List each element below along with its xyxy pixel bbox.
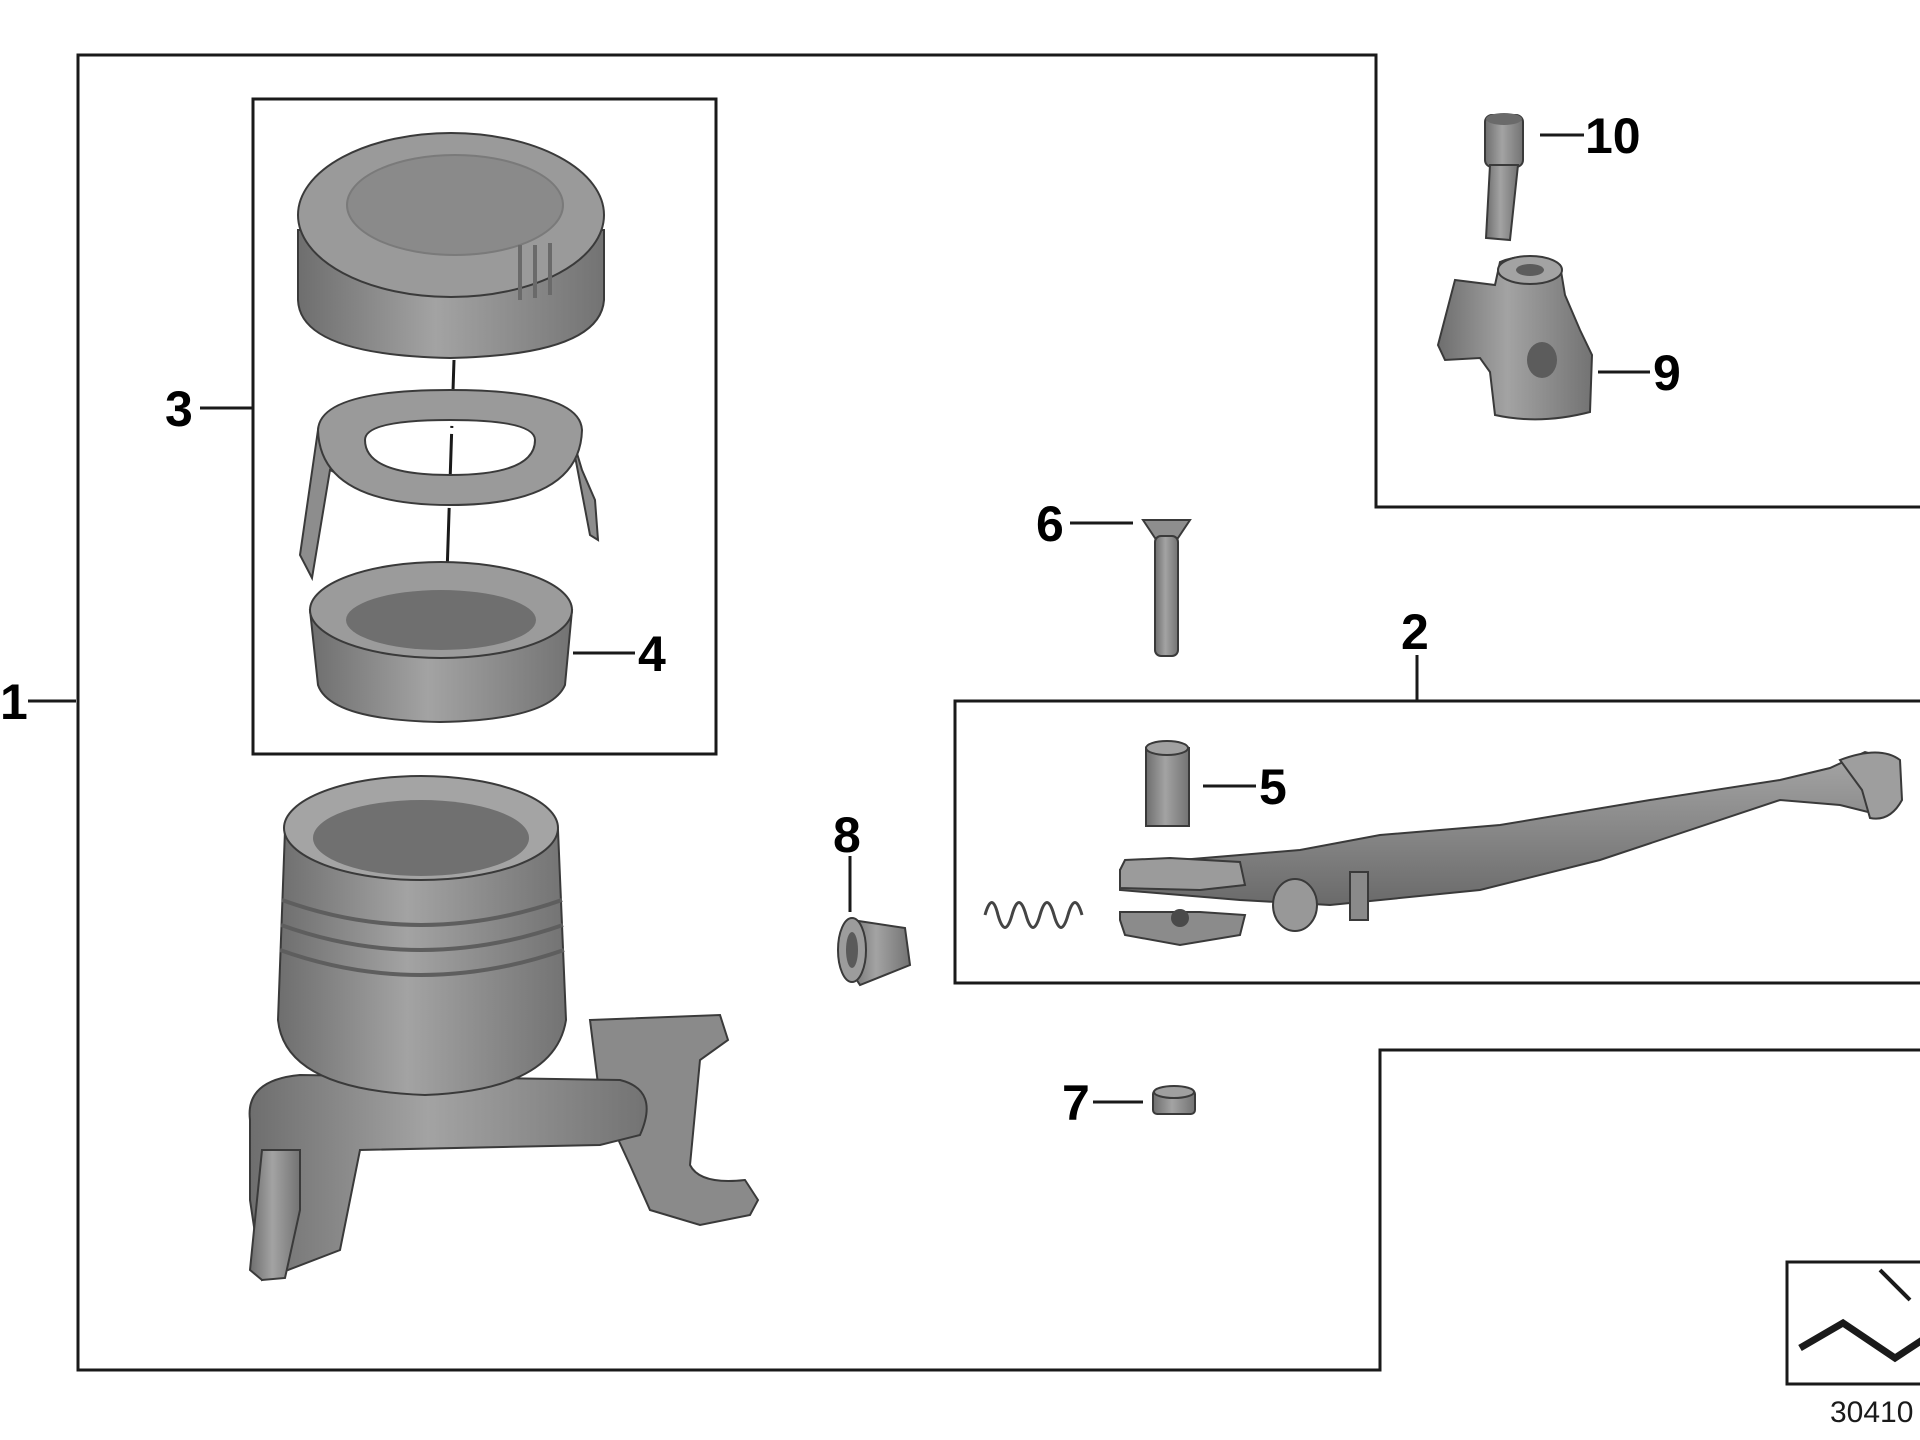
reference-arrow-icon xyxy=(1798,1318,1920,1363)
nut-7 xyxy=(1152,1085,1196,1115)
callout-2: 2 xyxy=(1401,604,1429,660)
callout-8: 8 xyxy=(833,807,861,863)
master-cylinder-body xyxy=(248,775,760,1282)
brake-lever xyxy=(1119,750,1904,947)
frames xyxy=(76,53,1920,1372)
bushing-5 xyxy=(1145,740,1190,827)
callout-1: 1 xyxy=(0,674,28,730)
reference-mark: 30410 xyxy=(1785,1260,1920,1429)
retaining-ring xyxy=(298,388,600,582)
callout-10: 10 xyxy=(1585,108,1641,164)
lever-assembly-frame-2 xyxy=(953,699,1920,985)
reservoir-cap xyxy=(297,132,605,360)
lever-spring xyxy=(983,901,1084,929)
clamp-bracket-9 xyxy=(1436,255,1594,421)
callout-4: 4 xyxy=(638,626,666,682)
bolt-10 xyxy=(1484,113,1524,242)
callout-6: 6 xyxy=(1036,496,1064,552)
callout-7: 7 xyxy=(1062,1075,1090,1131)
callout-5: 5 xyxy=(1259,759,1287,815)
pivot-screw-6 xyxy=(1141,519,1192,657)
reference-frame xyxy=(1785,1260,1920,1386)
assembly-frame-1 xyxy=(76,53,1920,1372)
grommet-8 xyxy=(837,917,912,987)
callout-3: 3 xyxy=(165,381,193,437)
reservoir-kit-frame-3 xyxy=(251,97,718,756)
callouts: 1 2 3 4 5 6 7 8 9 10 xyxy=(0,108,1681,1131)
reservoir-insert-4 xyxy=(308,561,574,724)
reference-number: 30410 xyxy=(1830,1396,1913,1429)
callout-9: 9 xyxy=(1653,345,1681,401)
